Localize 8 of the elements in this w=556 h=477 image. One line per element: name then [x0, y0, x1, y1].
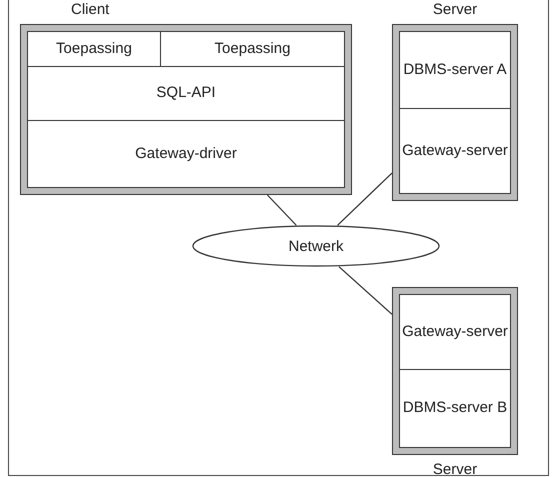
- network-label: Netwerk: [288, 238, 344, 254]
- connector-line: [337, 172, 392, 226]
- connector-line: [267, 194, 297, 226]
- network-ellipse: [192, 225, 440, 267]
- frame-heading: Server: [432, 1, 478, 18]
- frame-heading: Server: [432, 461, 478, 477]
- connector-line: [338, 266, 392, 315]
- frame-heading: Client: [71, 1, 110, 18]
